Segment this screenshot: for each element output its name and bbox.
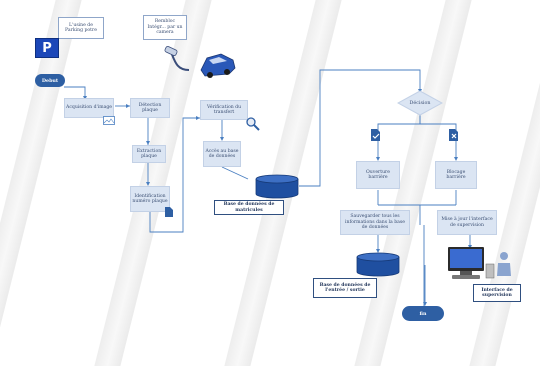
end-label: fin bbox=[419, 310, 427, 317]
db-matricules-label: Base de données de matricules bbox=[223, 202, 275, 213]
magnifier-icon bbox=[246, 117, 260, 131]
save-info-box: Sauvegarder tous les informations dans l… bbox=[340, 210, 410, 235]
update-ui-label: Mise à jour l'interface de supervision bbox=[441, 217, 493, 228]
open-file-icon bbox=[371, 129, 380, 141]
image-icon bbox=[103, 116, 115, 125]
barrier-open-box: Ouverture barrière bbox=[356, 161, 400, 189]
decision-shape bbox=[397, 90, 443, 116]
db-entry-exit-label: Base de données de l'entrée / sortie bbox=[319, 282, 371, 293]
verification-box: Vérification du transfert bbox=[200, 100, 248, 120]
review-box: Rembloc Intégr... par un camera bbox=[143, 15, 187, 40]
barrier-block-box: Blocage barrière bbox=[435, 161, 477, 189]
entry-user-label: L'usine de Parking potre bbox=[65, 22, 97, 33]
access-db-label: Accès au base de données bbox=[205, 148, 239, 159]
extraction-box: Extraction plaque bbox=[132, 145, 166, 163]
acquisition-box: Acquisition d'image bbox=[64, 98, 114, 118]
decision-label: Décision bbox=[409, 100, 431, 106]
entry-user-box: L'usine de Parking potre bbox=[58, 17, 104, 39]
start-node: Debut bbox=[35, 74, 65, 87]
entry-exit-database-icon bbox=[356, 252, 400, 277]
detection-box: Détection plaque bbox=[130, 98, 170, 118]
identification-label: Identification numéro plaque bbox=[132, 193, 168, 204]
car-icon bbox=[164, 46, 236, 78]
identification-box: Identification numéro plaque bbox=[130, 186, 170, 212]
matricules-database-icon bbox=[255, 174, 299, 199]
ui-supervision-box: Interface de supervision bbox=[473, 284, 521, 302]
computer-icon bbox=[448, 247, 511, 279]
detection-label: Détection plaque bbox=[138, 102, 162, 113]
update-ui-box: Mise à jour l'interface de supervision bbox=[437, 210, 497, 235]
decision-diamond: Décision bbox=[397, 90, 443, 116]
review-label: Rembloc Intégr... par un camera bbox=[147, 19, 183, 36]
document-icon bbox=[165, 207, 173, 217]
save-info-label: Sauvegarder tous les informations dans l… bbox=[345, 214, 405, 231]
barrier-open-label: Ouverture barrière bbox=[366, 169, 390, 180]
blocked-file-icon bbox=[449, 129, 458, 141]
parking-icon: P bbox=[35, 38, 59, 58]
access-db-box: Accès au base de données bbox=[203, 141, 241, 167]
verification-label: Vérification du transfert bbox=[206, 104, 242, 115]
ui-supervision-label: Interface de supervision bbox=[481, 287, 513, 298]
end-node: fin bbox=[402, 306, 444, 321]
barrier-block-label: Blocage barrière bbox=[446, 169, 466, 180]
db-entry-exit-box: Base de données de l'entrée / sortie bbox=[313, 278, 377, 298]
db-matricules-box: Base de données de matricules bbox=[214, 200, 284, 215]
start-label: Debut bbox=[41, 77, 59, 84]
extraction-label: Extraction plaque bbox=[136, 148, 162, 159]
acquisition-label: Acquisition d'image bbox=[66, 105, 113, 111]
